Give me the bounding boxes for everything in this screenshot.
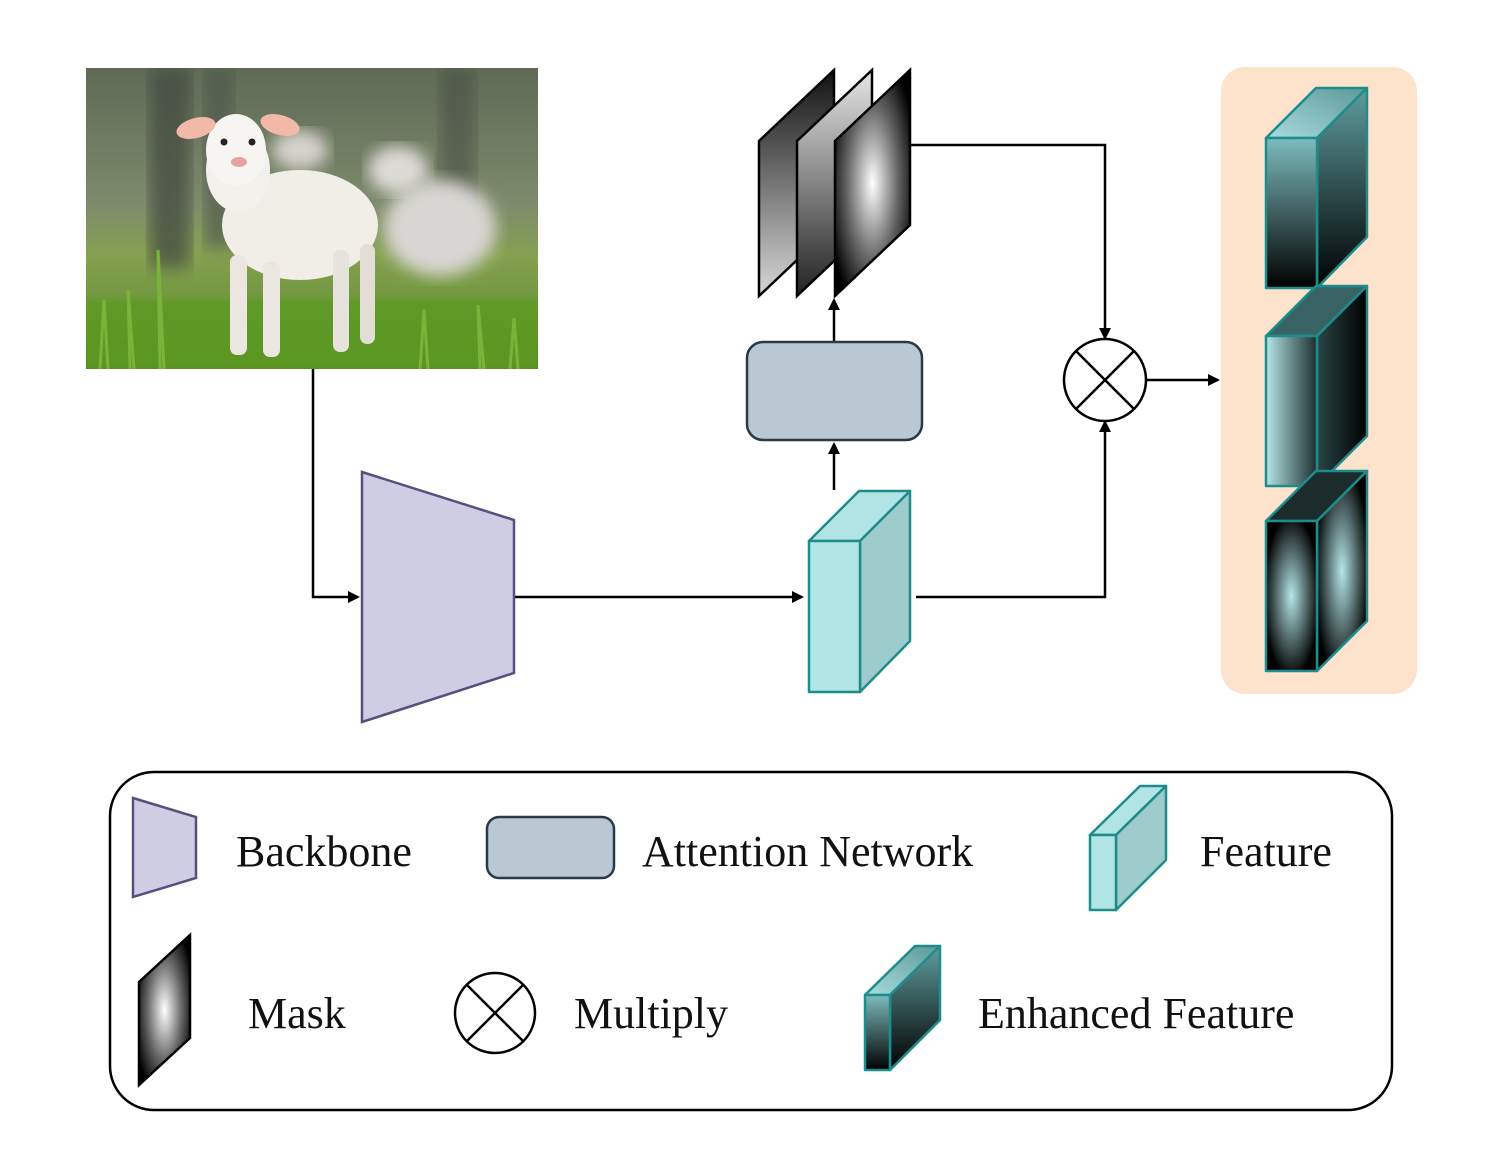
backbone-icon	[131, 796, 198, 899]
multiply-icon	[453, 971, 537, 1055]
input-lamb-image	[86, 68, 538, 369]
backbone-block	[360, 470, 516, 724]
legend-box	[108, 770, 1394, 1112]
mask-slice-3	[833, 67, 912, 299]
arrow-feature-to-multiply	[916, 420, 1111, 599]
mask-stack	[757, 67, 912, 299]
connector-lines	[311, 143, 1220, 603]
legend-label-enhanced-feature: Enhanced Feature	[978, 989, 1294, 1038]
legend-label-attention-network: Attention Network	[642, 827, 973, 876]
feature-icon	[1088, 784, 1168, 912]
legend-label-multiply: Multiply	[574, 989, 728, 1038]
enhanced-feature-icon	[863, 944, 942, 1072]
enhanced-feature-panel	[1221, 67, 1417, 694]
enhanced-feature-cuboid-3	[1264, 469, 1369, 673]
mask-icon	[137, 932, 192, 1088]
enhanced-feature-cuboid-2	[1264, 284, 1369, 488]
feature-block	[807, 489, 912, 694]
attention-network-block	[745, 340, 924, 442]
legend: Backbone Attention Network Feature Mask …	[108, 770, 1394, 1112]
legend-label-backbone: Backbone	[236, 827, 412, 876]
arrow-mask-to-multiply	[910, 143, 1111, 340]
legend-label-mask: Mask	[248, 989, 346, 1038]
enhanced-feature-cuboid-1	[1264, 86, 1369, 290]
attention-network-icon	[485, 815, 616, 880]
multiply-operator	[1062, 337, 1148, 423]
legend-label-feature: Feature	[1200, 827, 1332, 876]
arrow-image-to-backbone	[311, 369, 360, 603]
